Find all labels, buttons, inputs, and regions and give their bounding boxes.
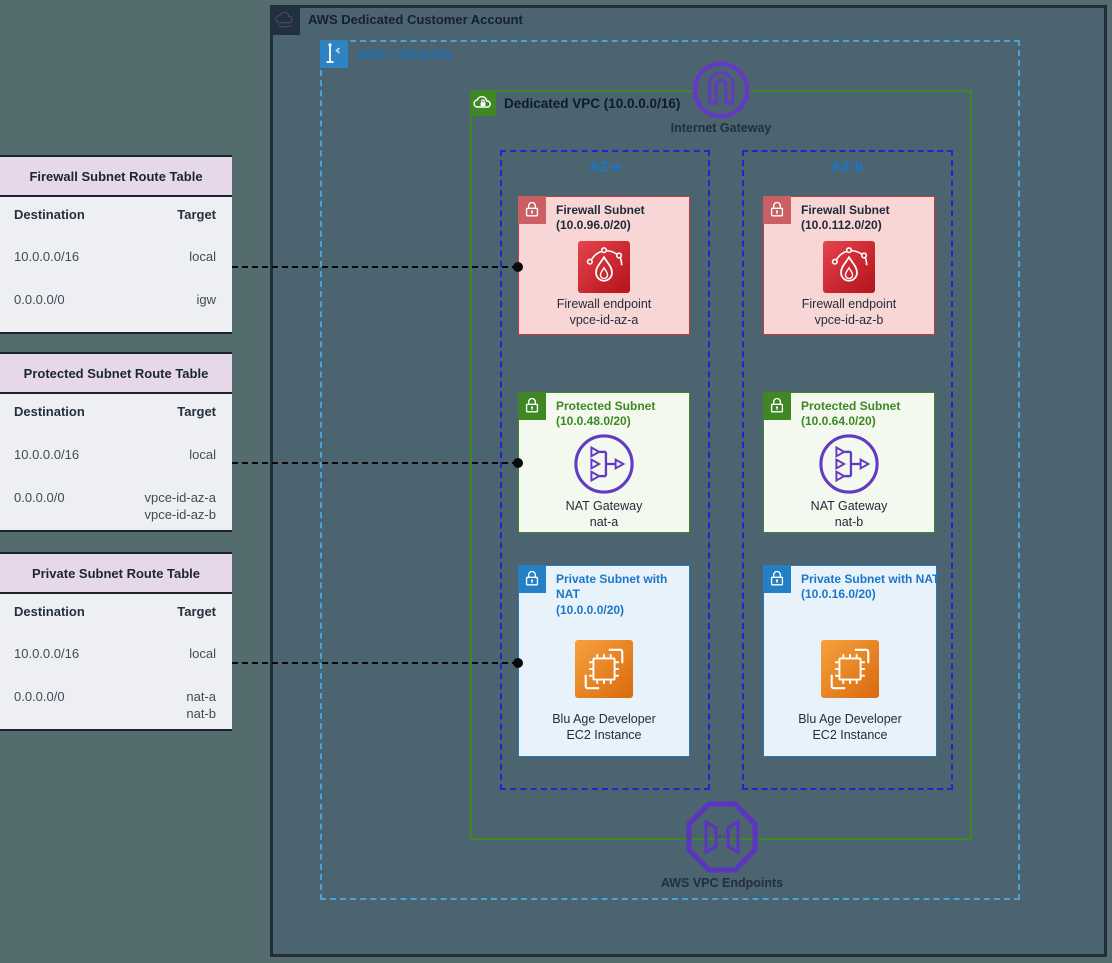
route-row: 0.0.0.0/0 igw — [14, 292, 216, 307]
subnet-title: Firewall Subnet (10.0.112.0/20) — [801, 203, 890, 233]
lock-icon — [763, 196, 791, 224]
region-icon — [320, 40, 348, 68]
card-caption: Blu Age Developer EC2 Instance — [798, 712, 902, 742]
az-b-box — [742, 150, 953, 790]
lock-icon — [518, 392, 546, 420]
az-b-title: AZ-b — [831, 158, 864, 174]
subnet-title: Private Subnet with NAT (10.0.0.0/20) — [556, 572, 668, 617]
network-firewall-icon — [823, 241, 875, 293]
route-row: 10.0.0.0/16 local — [14, 249, 216, 264]
lock-icon — [518, 196, 546, 224]
subnet-title: Firewall Subnet (10.0.96.0/20) — [556, 203, 645, 233]
protected-subnet-az-b: Protected Subnet (10.0.64.0/20) NAT Gate… — [763, 392, 935, 533]
route-row: 10.0.0.0/16 local — [14, 447, 216, 462]
vpc-icon — [470, 90, 496, 116]
ec2-instance-icon — [821, 640, 879, 698]
az-a-title: AZ-a — [589, 158, 621, 174]
connector-dot — [513, 658, 523, 668]
subnet-title: Protected Subnet (10.0.64.0/20) — [801, 399, 901, 429]
account-title: AWS Dedicated Customer Account — [308, 12, 523, 27]
lock-icon — [763, 565, 791, 593]
card-caption: NAT Gateway nat-a — [565, 499, 643, 529]
vpc-title: Dedicated VPC (10.0.0.0/16) — [504, 96, 681, 111]
aws-region-box — [320, 40, 1020, 900]
internet-gateway-label: Internet Gateway — [670, 121, 772, 135]
ec2-instance-icon — [575, 640, 633, 698]
connector-protected-route — [232, 462, 518, 464]
connector-firewall-route — [232, 266, 518, 268]
protected-route-table-title: Protected Subnet Route Table — [0, 352, 232, 394]
region-title: AWS / REGION — [356, 47, 452, 62]
nat-gateway-icon — [573, 433, 635, 500]
nat-gateway-icon — [818, 433, 880, 500]
card-caption: Firewall endpoint vpce-id-az-a — [556, 297, 652, 327]
card-caption: NAT Gateway nat-b — [810, 499, 888, 529]
lock-icon — [518, 565, 546, 593]
protected-subnet-az-a: Protected Subnet (10.0.48.0/20) NAT Gate… — [518, 392, 690, 533]
card-caption: Firewall endpoint vpce-id-az-b — [801, 297, 897, 327]
private-subnet-az-a: Private Subnet with NAT (10.0.0.0/20) — [518, 565, 690, 757]
subnet-title: Private Subnet with NAT (10.0.16.0/20) — [801, 572, 940, 602]
aws-cloud-icon — [270, 5, 300, 35]
firewall-subnet-az-a: Firewall Subnet (10.0.96.0/20) Firewall … — [518, 196, 690, 335]
firewall-subnet-az-b: Firewall Subnet (10.0.112.0/20) Firewall… — [763, 196, 935, 335]
subnet-title: Protected Subnet (10.0.48.0/20) — [556, 399, 656, 429]
private-subnet-az-b: Private Subnet with NAT (10.0.16.0/20) — [763, 565, 940, 757]
connector-private-route — [232, 662, 518, 664]
vpc-endpoints-icon — [686, 801, 758, 873]
internet-gateway-icon — [690, 59, 752, 121]
route-row: 10.0.0.0/16 local — [14, 646, 216, 661]
connector-dot — [513, 458, 523, 468]
lock-icon — [763, 392, 791, 420]
private-route-table-title: Private Subnet Route Table — [0, 552, 232, 594]
vpc-endpoints-label: AWS VPC Endpoints — [660, 876, 784, 890]
az-a-box — [500, 150, 710, 790]
firewall-route-table-title: Firewall Subnet Route Table — [0, 155, 232, 197]
network-firewall-icon — [578, 241, 630, 293]
card-caption: Blu Age Developer EC2 Instance — [552, 712, 656, 742]
connector-dot — [513, 262, 523, 272]
